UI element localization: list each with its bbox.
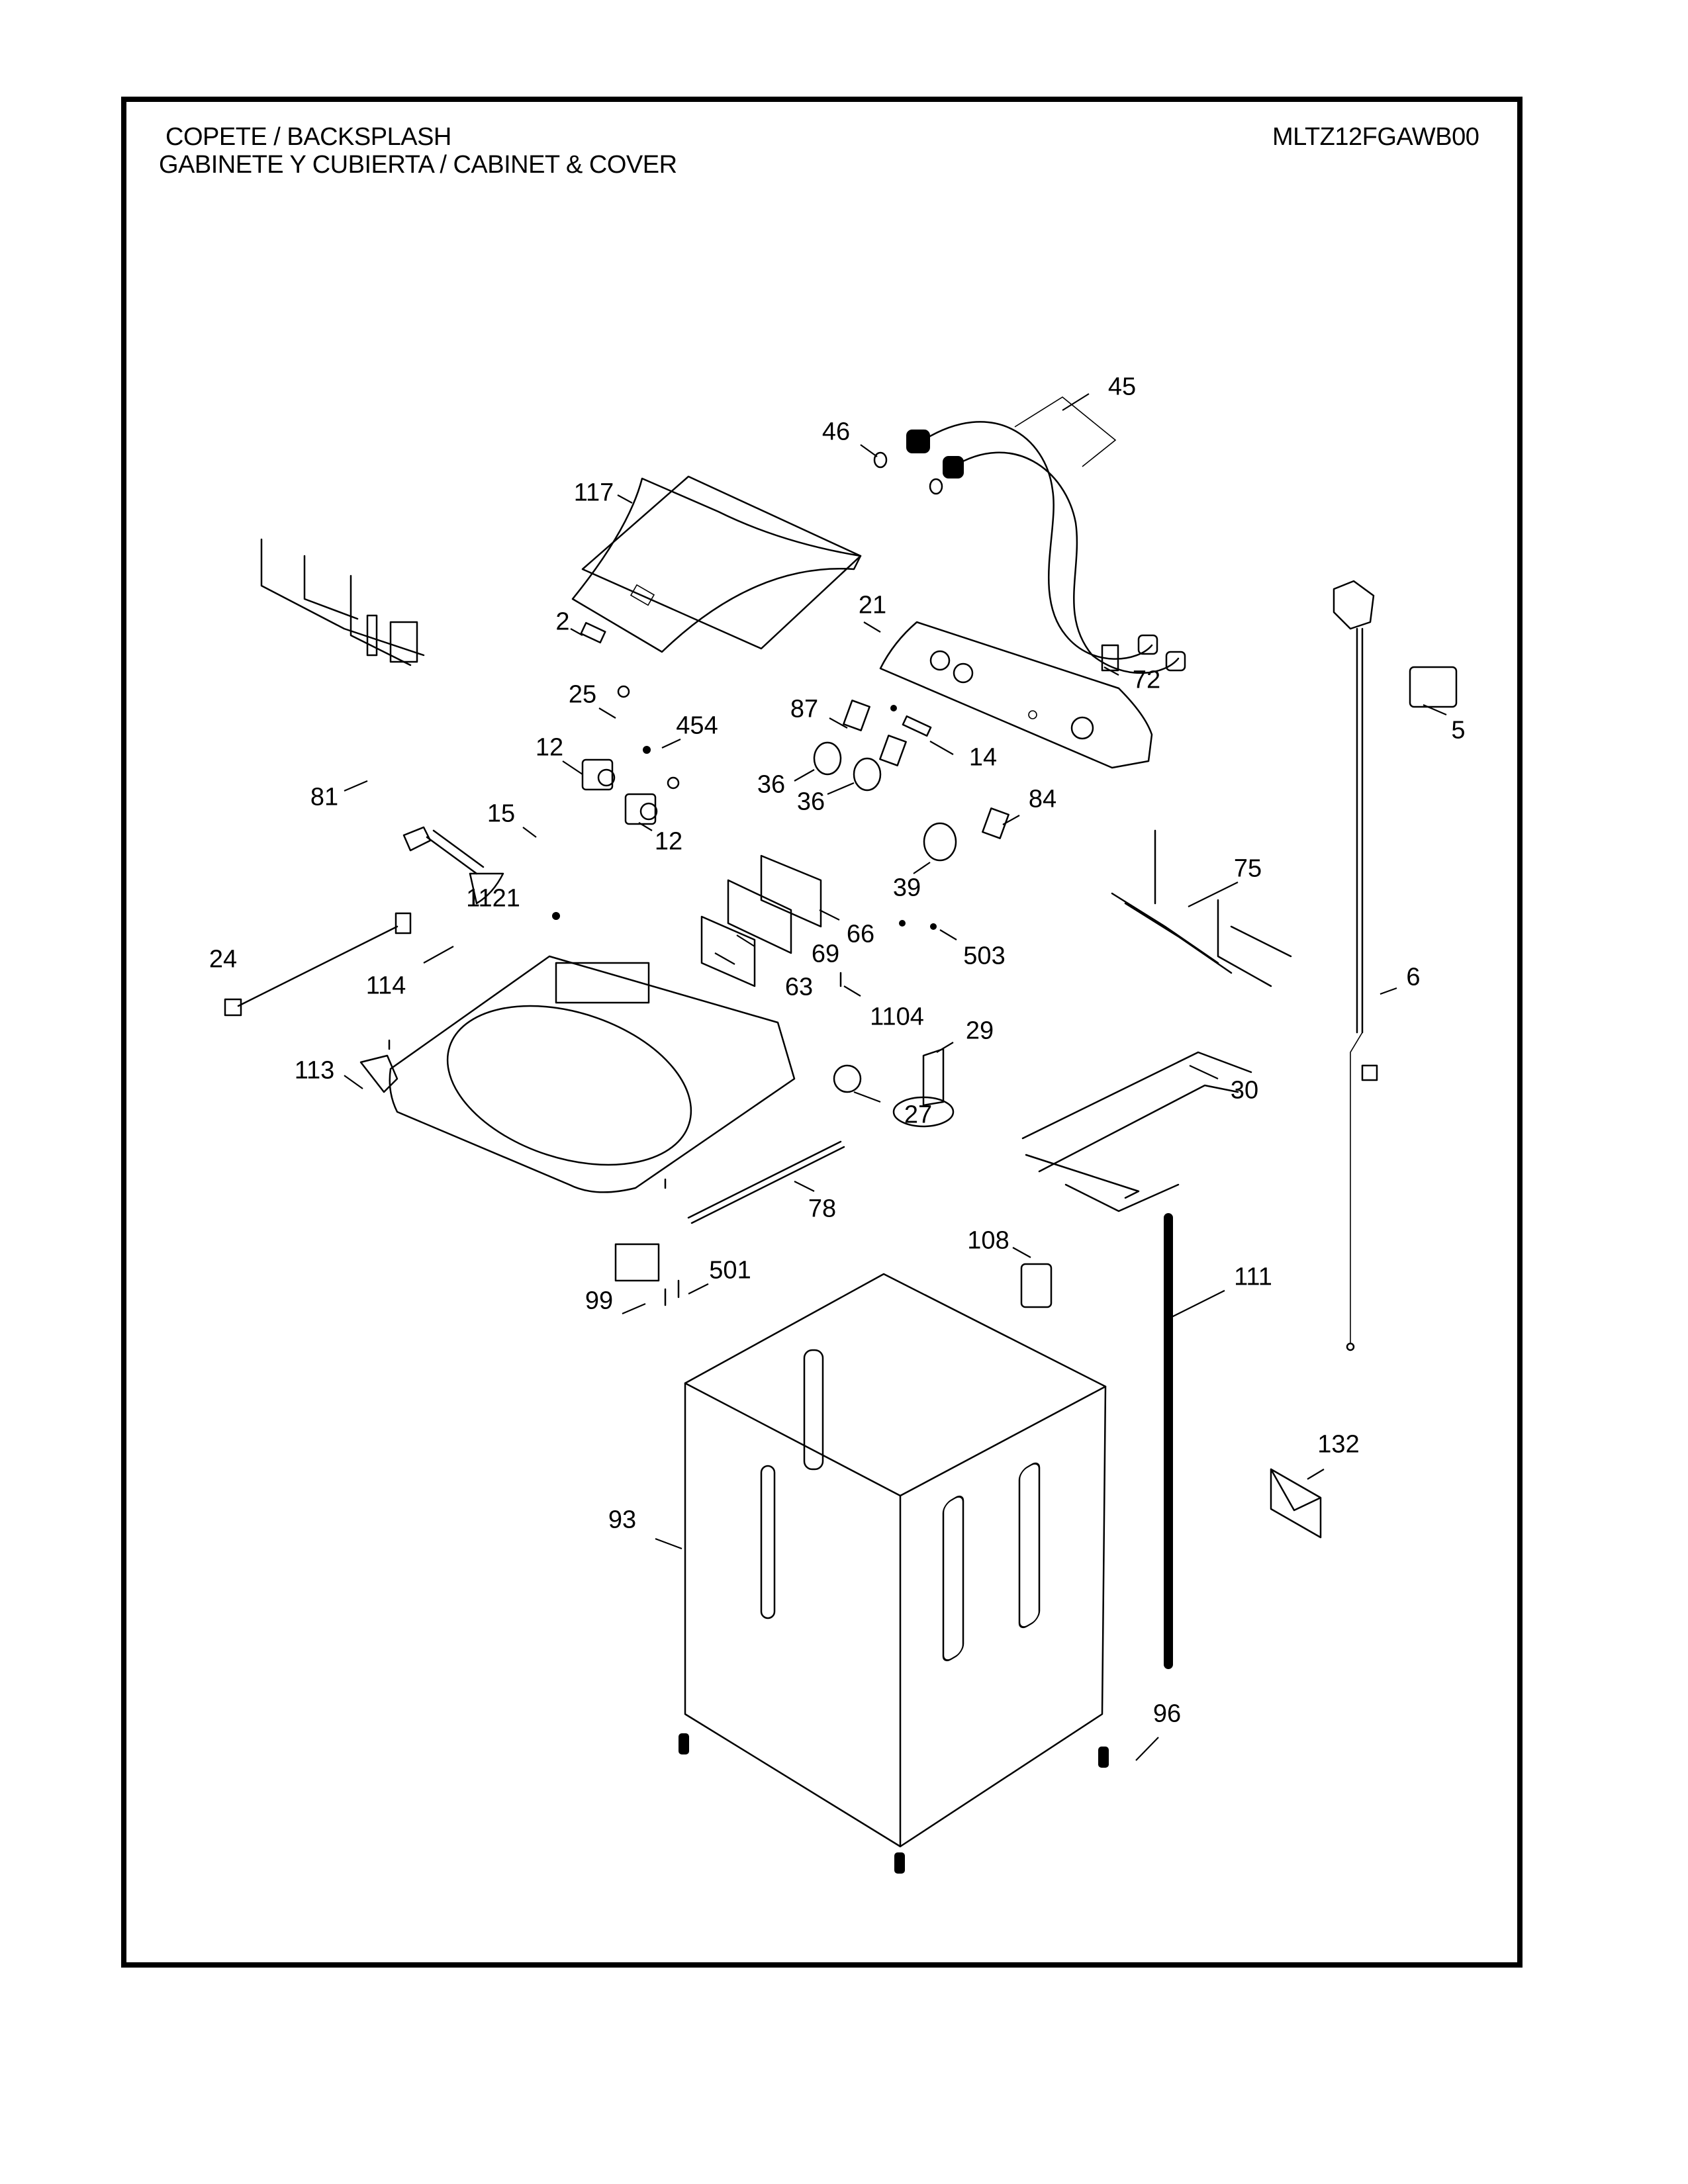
- inlet-hoses-part: [906, 396, 1186, 674]
- part-label: 87: [790, 695, 819, 723]
- wire-harness-30-part: [1021, 1051, 1252, 1212]
- part-label: 111: [1234, 1263, 1272, 1291]
- part-label: 501: [709, 1256, 751, 1285]
- part-label: 93: [608, 1506, 637, 1534]
- part-label: 2: [555, 608, 570, 636]
- part-label: 29: [965, 1017, 994, 1045]
- part-label: 24: [209, 945, 238, 974]
- part-label: 15: [487, 799, 516, 828]
- backsplash-part: [879, 621, 1153, 769]
- capacitor-bracket-part: [614, 1243, 660, 1282]
- wire-jumper-part: [224, 912, 412, 1017]
- lid-strike-part: [359, 1054, 399, 1093]
- part-label: 12: [535, 733, 564, 762]
- part-label: 84: [1028, 785, 1057, 813]
- wire-harness-75-part: [1111, 829, 1292, 987]
- title-line-1: COPETE / BACKSPLASH: [165, 123, 451, 151]
- part-label: 132: [1317, 1430, 1360, 1459]
- switch-84-part: [982, 807, 1009, 839]
- screw-503-part: [930, 923, 937, 930]
- part-label: 27: [904, 1101, 933, 1129]
- part-label: 1121: [466, 884, 520, 913]
- switch-87-part: [843, 700, 870, 731]
- cabinet-corner-part: [1020, 1263, 1053, 1308]
- title-line-2: GABINETE Y CUBIERTA / CABINET & COVER: [159, 151, 677, 179]
- valve-clip-b-part: [667, 776, 680, 790]
- part-label: 454: [676, 711, 718, 740]
- part-label: 78: [808, 1195, 837, 1223]
- part-label: 114: [365, 972, 406, 1000]
- part-label: 12: [654, 827, 683, 856]
- part-label: 72: [1132, 666, 1161, 694]
- lid-part: [571, 475, 862, 653]
- console-insert-part: [902, 715, 932, 737]
- control-housing-part: [700, 915, 756, 987]
- knob-39-part: [923, 822, 957, 862]
- leveling-legs-part: [679, 1733, 1109, 1874]
- part-label: 36: [757, 770, 786, 799]
- part-label: 46: [821, 418, 851, 446]
- part-label: 117: [573, 478, 614, 507]
- part-label: 21: [858, 591, 887, 619]
- part-label: 14: [968, 743, 998, 772]
- pressure-switch-part: [833, 1064, 862, 1093]
- lid-hinge-part: [892, 1048, 955, 1128]
- screw-454-part: [643, 746, 651, 754]
- screw-part: [890, 705, 897, 711]
- literature-pack-part: [1270, 1468, 1322, 1539]
- leader-lines: [344, 393, 1447, 1761]
- part-label: 45: [1107, 373, 1137, 401]
- control-bracket-part: [760, 854, 822, 928]
- valve-clip-part: [617, 685, 630, 698]
- part-label: 69: [811, 940, 840, 968]
- part-label: 503: [963, 942, 1006, 970]
- wire-harness-81-part: [260, 538, 425, 666]
- water-valves-part: [581, 758, 658, 825]
- fill-hose-part: [402, 826, 504, 905]
- part-label: 96: [1152, 1700, 1182, 1728]
- part-label: 6: [1406, 963, 1421, 991]
- knob-36a-part: [813, 741, 842, 776]
- part-label: 1104: [870, 1003, 924, 1031]
- part-label: 25: [568, 680, 597, 709]
- switch-87b-part: [879, 735, 907, 766]
- model-number: MLTZ12FGAWB00: [1272, 123, 1479, 151]
- diagram-frame: [121, 97, 1523, 1968]
- part-label: 30: [1230, 1076, 1259, 1105]
- part-label: 5: [1451, 716, 1466, 745]
- part-label: 113: [294, 1056, 335, 1085]
- cabinet-part: [684, 1273, 1107, 1848]
- screw-1121-part: [552, 912, 560, 920]
- part-label: 108: [967, 1226, 1009, 1255]
- power-cord-part: [1333, 580, 1378, 1351]
- control-board-part: [727, 879, 792, 954]
- part-label: 66: [846, 920, 875, 948]
- part-label: 75: [1233, 854, 1262, 883]
- pressure-hose-part: [687, 1140, 845, 1224]
- part-label: 39: [892, 874, 921, 902]
- terminal-block-part: [1409, 666, 1458, 708]
- lid-bumper-part: [580, 621, 606, 644]
- part-label: 36: [796, 788, 825, 816]
- hose-washer-part: [873, 451, 943, 495]
- knob-36b-part: [853, 757, 882, 792]
- screw-503a-part: [899, 920, 906, 927]
- top-cover-part: [389, 955, 796, 1193]
- part-label: 81: [310, 783, 339, 811]
- part-label: 63: [784, 973, 814, 1001]
- part-label: 99: [585, 1287, 614, 1315]
